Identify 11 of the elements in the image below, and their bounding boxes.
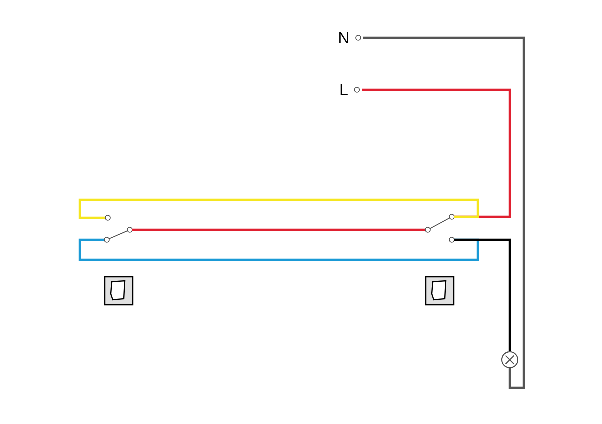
wire xyxy=(363,36,526,390)
wire xyxy=(132,228,426,232)
switch-symbol xyxy=(425,214,455,243)
terminal-label: N xyxy=(340,32,362,44)
wire xyxy=(362,88,512,218)
terminal-label: L xyxy=(340,84,360,96)
wire xyxy=(78,198,480,220)
lamp-symbol xyxy=(502,352,518,368)
switch-symbol xyxy=(104,215,133,243)
wire xyxy=(78,238,480,262)
wire xyxy=(454,238,512,352)
